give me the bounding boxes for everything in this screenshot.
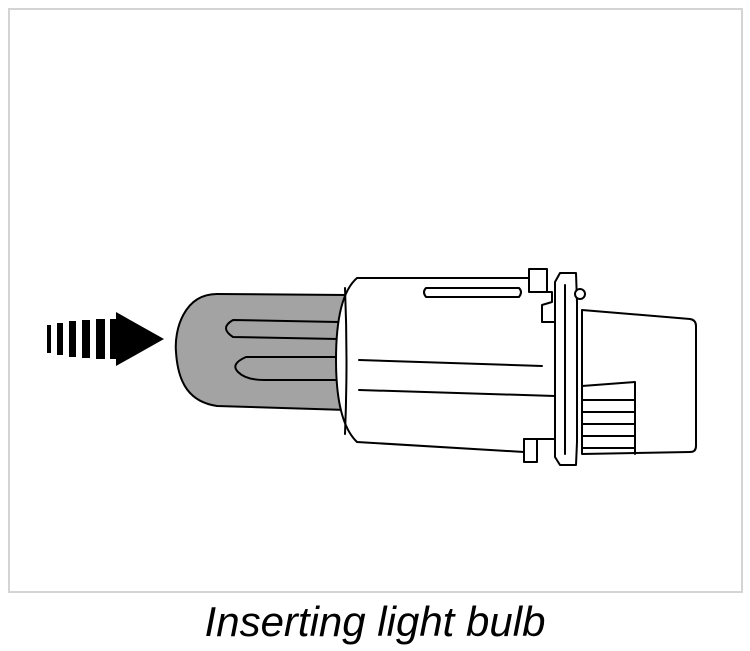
figure-caption: Inserting light bulb bbox=[204, 598, 546, 645]
illustration-frame bbox=[8, 8, 743, 593]
socket-plug bbox=[581, 309, 697, 455]
locking-flange bbox=[554, 272, 586, 466]
bulb-base bbox=[335, 268, 556, 463]
bulb-insertion-illustration bbox=[47, 268, 697, 466]
insertion-arrow-icon bbox=[47, 312, 164, 366]
bulb-glass bbox=[174, 293, 348, 411]
